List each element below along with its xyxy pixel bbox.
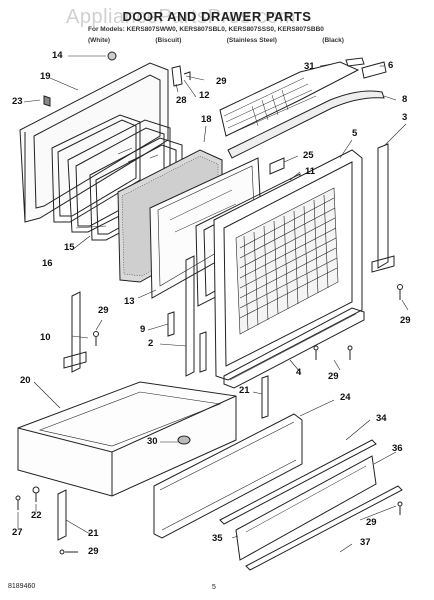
screw-29-drawer: [397, 501, 403, 515]
callout-15: 15: [64, 242, 75, 253]
callout-20: 20: [20, 375, 31, 386]
callout-12: 12: [199, 90, 210, 101]
callout-27: 27: [12, 527, 23, 538]
callout-5: 5: [352, 128, 358, 139]
callout-30: 30: [147, 436, 158, 447]
callout-18: 18: [201, 114, 212, 125]
callout-4: 4: [296, 367, 302, 378]
drawer-slide-left: [57, 489, 67, 541]
watermark: AppliancePartsPros.com: [66, 6, 296, 28]
door-window-grid: [235, 187, 339, 335]
callout-21-lower: 21: [88, 528, 99, 539]
inner-door-frame: [19, 62, 169, 223]
page-number: 5: [212, 584, 216, 591]
leader-lines: [17, 55, 409, 553]
screw-27: [15, 495, 21, 510]
callout-2: 2: [148, 338, 154, 349]
callout-29-hinge: 29: [400, 315, 411, 326]
small-hardware-top: [43, 51, 191, 107]
screw-29-hinge: [397, 284, 403, 300]
callout-13: 13: [124, 296, 135, 307]
drawer-bottom-trim: [245, 485, 403, 571]
callout-36: 36: [392, 443, 403, 454]
callout-28: 28: [176, 95, 187, 106]
callout-23: 23: [12, 96, 23, 107]
door-hinge-left: [63, 291, 87, 373]
callout-10: 10: [40, 332, 51, 343]
callout-9: 9: [140, 324, 146, 335]
callout-3: 3: [402, 112, 408, 123]
screw-29-bottom: [59, 549, 78, 555]
callout-29-trim: 29: [328, 371, 339, 382]
variant-black: (Black): [322, 37, 344, 44]
drawer-box: [17, 381, 237, 497]
callout-25: 25: [303, 150, 314, 161]
door-hinge-right: [371, 143, 395, 273]
callout-6: 6: [388, 60, 394, 71]
drawer-front-panel: [153, 413, 303, 539]
callout-31: 31: [304, 61, 315, 72]
callout-24: 24: [340, 392, 351, 403]
door-stop: [167, 311, 175, 337]
callout-16: 16: [42, 258, 53, 269]
hinge-arm-left: [185, 255, 207, 377]
drawer-roller: [177, 435, 191, 445]
diagram-code: 8189460: [8, 583, 36, 590]
callout-8: 8: [402, 94, 408, 105]
model-list: For Models: KERS807SWW0, KERS807SBL0, KE…: [88, 26, 324, 33]
drawer-slide-right: [261, 375, 269, 419]
callout-29-bottom: 29: [88, 546, 99, 557]
callout-22: 22: [31, 510, 42, 521]
hinge-receiver-25: [269, 157, 285, 175]
callout-21-upper: 21: [239, 385, 250, 396]
callout-37: 37: [360, 537, 371, 548]
drawer-glass: [235, 455, 377, 561]
diagram-title: DOOR AND DRAWER PARTS: [122, 9, 312, 24]
callout-34: 34: [376, 413, 387, 424]
callout-11: 11: [305, 166, 316, 177]
color-variants: (White) (Biscuit) (Stainless Steel) (Bla…: [88, 37, 344, 44]
drawer-trim-strip: [219, 439, 377, 525]
handle-end-cap: [345, 57, 387, 79]
callout-29-left: 29: [98, 305, 109, 316]
door-handle: [227, 90, 385, 159]
door-bottom-trim: [223, 307, 365, 389]
callout-35: 35: [212, 533, 223, 544]
screw-29-left: [93, 331, 99, 346]
callout-29-drawer: 29: [366, 517, 377, 528]
callout-29-top: 29: [216, 76, 227, 87]
callout-14: 14: [52, 50, 63, 61]
callout-19: 19: [40, 71, 51, 82]
variant-white: (White): [88, 37, 111, 44]
variant-biscuit: (Biscuit): [155, 37, 182, 44]
screws-29-trim: [313, 345, 353, 360]
variant-stainless: (Stainless Steel): [226, 37, 277, 44]
door-vent-trim: [219, 61, 360, 137]
screw-22: [32, 486, 40, 502]
